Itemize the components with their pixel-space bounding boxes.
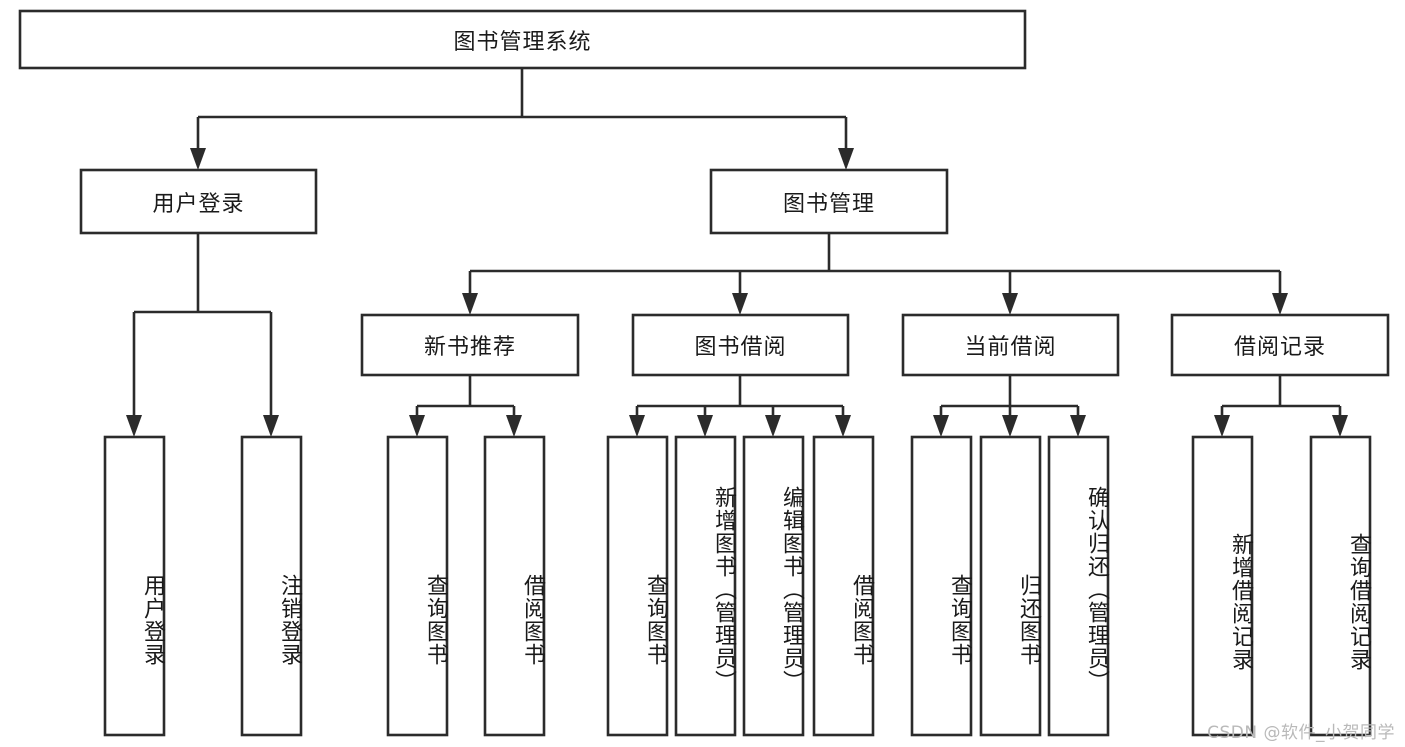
connector-borrow-to-leaves — [629, 375, 851, 437]
connector-userlogin-to-leaves — [126, 233, 279, 437]
leaf-user-login-1[interactable] — [240, 435, 303, 737]
watermark: CSDN @软件_小贺同学 — [1207, 723, 1395, 743]
node-user-login[interactable] — [79, 168, 318, 235]
node-root[interactable] — [18, 9, 1027, 70]
node-book-borrow[interactable] — [631, 313, 850, 377]
leaf-borrow-3[interactable] — [812, 435, 875, 737]
leaf-borrow-2[interactable] — [742, 435, 805, 737]
leaf-recommend-0[interactable] — [386, 435, 449, 737]
connector-recommend-to-leaves — [409, 375, 522, 437]
leaf-record-0[interactable] — [1191, 435, 1254, 737]
connector-record-to-leaves — [1214, 375, 1348, 437]
node-borrow-record[interactable] — [1170, 313, 1390, 377]
leaf-current-1[interactable] — [979, 435, 1042, 737]
node-current-borrow[interactable] — [901, 313, 1120, 377]
leaf-borrow-1[interactable] — [674, 435, 737, 737]
connector-bookmgmt-to-level2 — [462, 233, 1288, 315]
leaf-user-login-0[interactable] — [103, 435, 166, 737]
node-book-management[interactable] — [709, 168, 949, 235]
connector-root-to-level1 — [190, 68, 854, 170]
connector-current-to-leaves — [933, 375, 1086, 437]
leaf-current-0[interactable] — [910, 435, 973, 737]
leaf-record-1[interactable] — [1309, 435, 1372, 737]
node-new-book-recommend[interactable] — [360, 313, 580, 377]
leaf-current-2[interactable] — [1047, 435, 1110, 737]
leaf-borrow-0[interactable] — [606, 435, 669, 737]
leaf-recommend-1[interactable] — [483, 435, 546, 737]
